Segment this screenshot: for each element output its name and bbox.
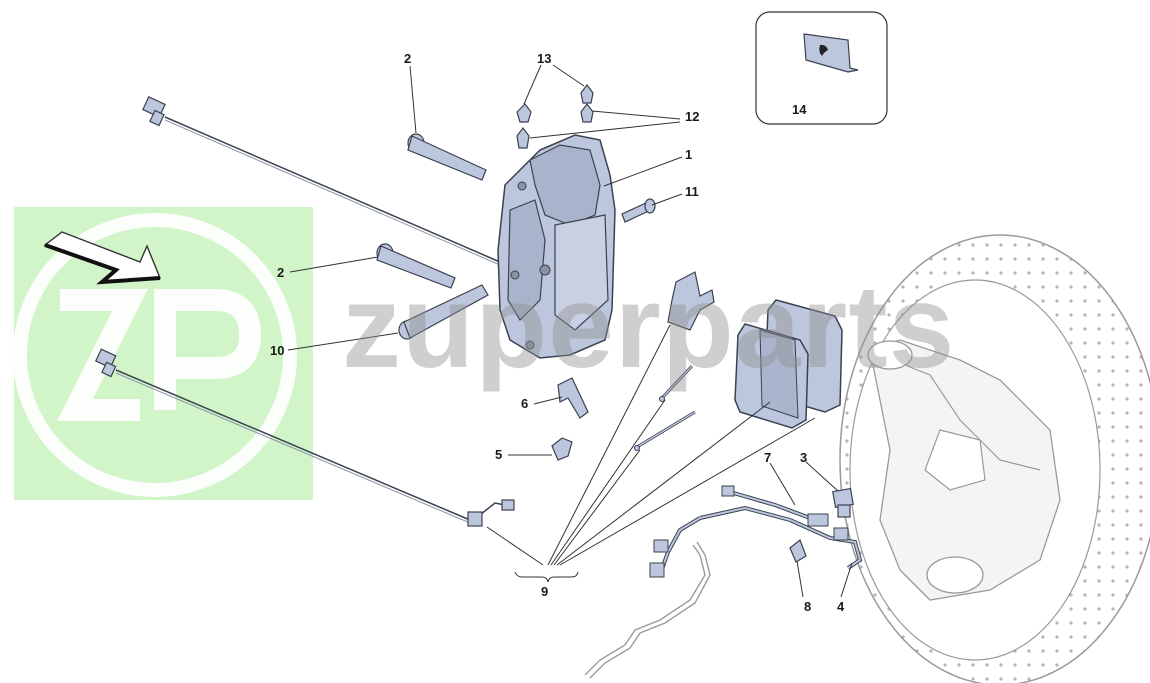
sensor-3: [832, 487, 854, 518]
callout-9: 9: [541, 584, 549, 599]
callout-4: 4: [837, 599, 845, 614]
bleed-screws: [516, 84, 594, 149]
brake-caliper: [497, 134, 616, 359]
brake-pads: [734, 299, 843, 429]
callout-2-lower: 2: [277, 265, 285, 280]
callout-11: 11: [685, 184, 699, 199]
wear-sensor-lower: [94, 348, 515, 527]
callout-12: 12: [685, 109, 700, 124]
watermark-brand-text: zuperparts: [342, 261, 956, 393]
callout-8: 8: [804, 599, 812, 614]
callout-3: 3: [800, 450, 808, 465]
bracket-8: [789, 539, 807, 563]
bolt-2-lower: [376, 243, 456, 289]
callout-14: 14: [792, 102, 807, 117]
callout-2-upper: 2: [404, 51, 412, 66]
clip-5: [551, 437, 573, 461]
callout-1: 1: [685, 147, 693, 162]
bolt-11: [621, 198, 656, 223]
pad-pins: [634, 364, 696, 451]
callout-5: 5: [495, 447, 503, 462]
prancing-horse-icon: [803, 33, 859, 73]
brake-hose: [584, 485, 863, 679]
leader-lines: [287, 64, 853, 598]
brake-disc: [839, 234, 1150, 683]
callout-13: 13: [537, 51, 552, 66]
inset-box: [755, 11, 888, 125]
bolt-2-upper: [407, 133, 487, 181]
callout-10: 10: [270, 343, 285, 358]
pad-spring-bracket: [667, 271, 715, 331]
callout-6: 6: [521, 396, 529, 411]
callout-7: 7: [764, 450, 772, 465]
clip-6: [557, 377, 589, 419]
direction-arrow-icon: [43, 231, 162, 285]
wear-sensor-upper: [142, 96, 501, 266]
bolt-10: [398, 284, 489, 340]
